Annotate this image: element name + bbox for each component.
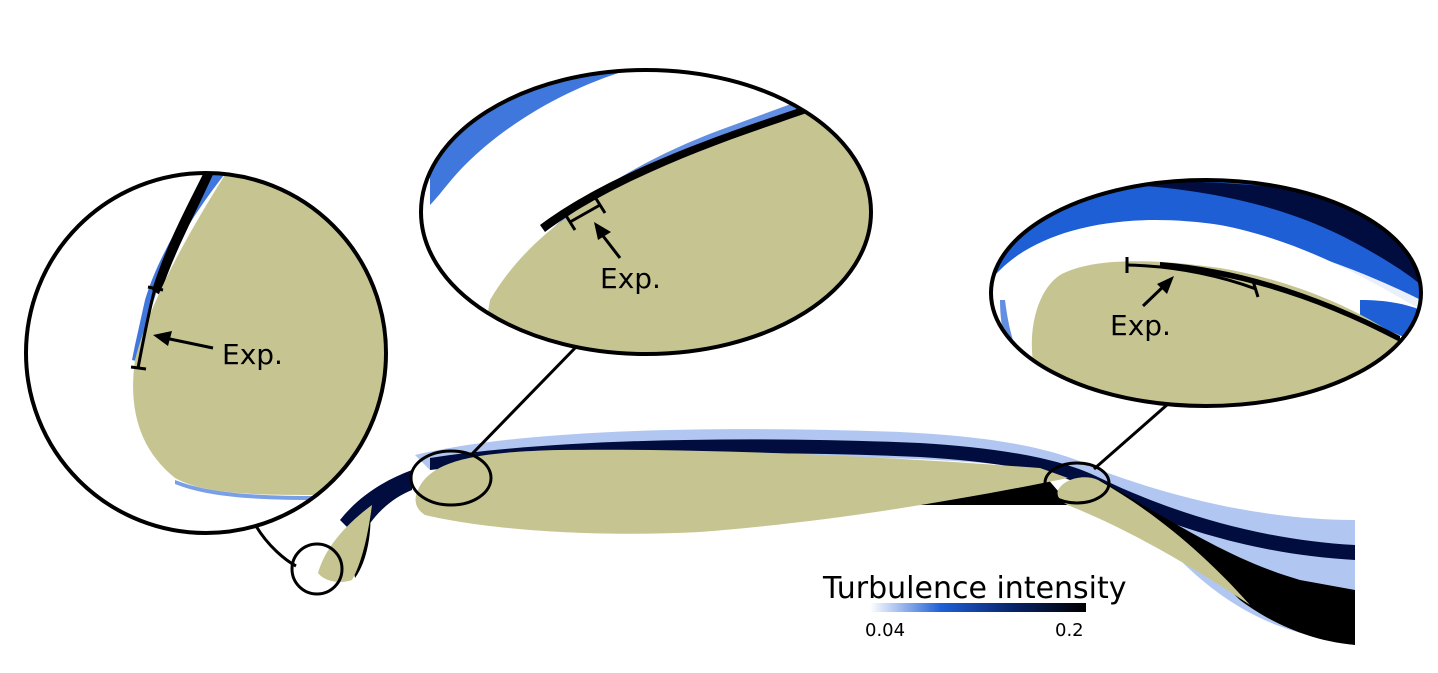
upper-dark-band	[430, 439, 1355, 560]
slat-inset-airfoil	[133, 173, 386, 495]
main-inset-airfoil	[480, 78, 871, 354]
flap-exp-label: Exp.	[1110, 309, 1171, 342]
slat-exp-bracket	[136, 287, 157, 369]
flap-connector-line	[1093, 402, 1169, 471]
flap-element	[1057, 477, 1250, 605]
upper-shear-layer	[415, 429, 1355, 640]
main-exp-label: Exp.	[600, 262, 661, 295]
flap-zoom-inset: Exp.	[989, 178, 1423, 408]
main-exp-bracket	[569, 203, 601, 224]
main-connector-line	[469, 344, 579, 457]
colorbar-title: Turbulence intensity	[822, 571, 1127, 606]
main-element	[415, 449, 1068, 534]
slat-exp-label: Exp.	[222, 338, 283, 371]
flap-exp-bracket	[1126, 263, 1257, 291]
slat-element	[318, 505, 372, 582]
flap-focus-ellipse	[1043, 461, 1111, 505]
slat-zoom-inset: Exp.	[24, 171, 388, 535]
colorbar-min-label: 0.04	[865, 620, 905, 641]
main-focus-ellipse	[409, 449, 493, 507]
colorbar: Turbulence intensity 0.04 0.2	[822, 571, 1127, 641]
slat-connector-line	[254, 525, 297, 568]
colorbar-gradient	[870, 603, 1085, 612]
main-zoom-inset: Exp.	[419, 68, 873, 356]
flap-inset-airfoil	[1031, 261, 1421, 406]
flow-field	[254, 344, 1355, 645]
slat-exp-arrow	[164, 336, 214, 350]
colorbar-max-label: 0.2	[1055, 620, 1084, 641]
slat-focus-circle	[290, 542, 344, 596]
